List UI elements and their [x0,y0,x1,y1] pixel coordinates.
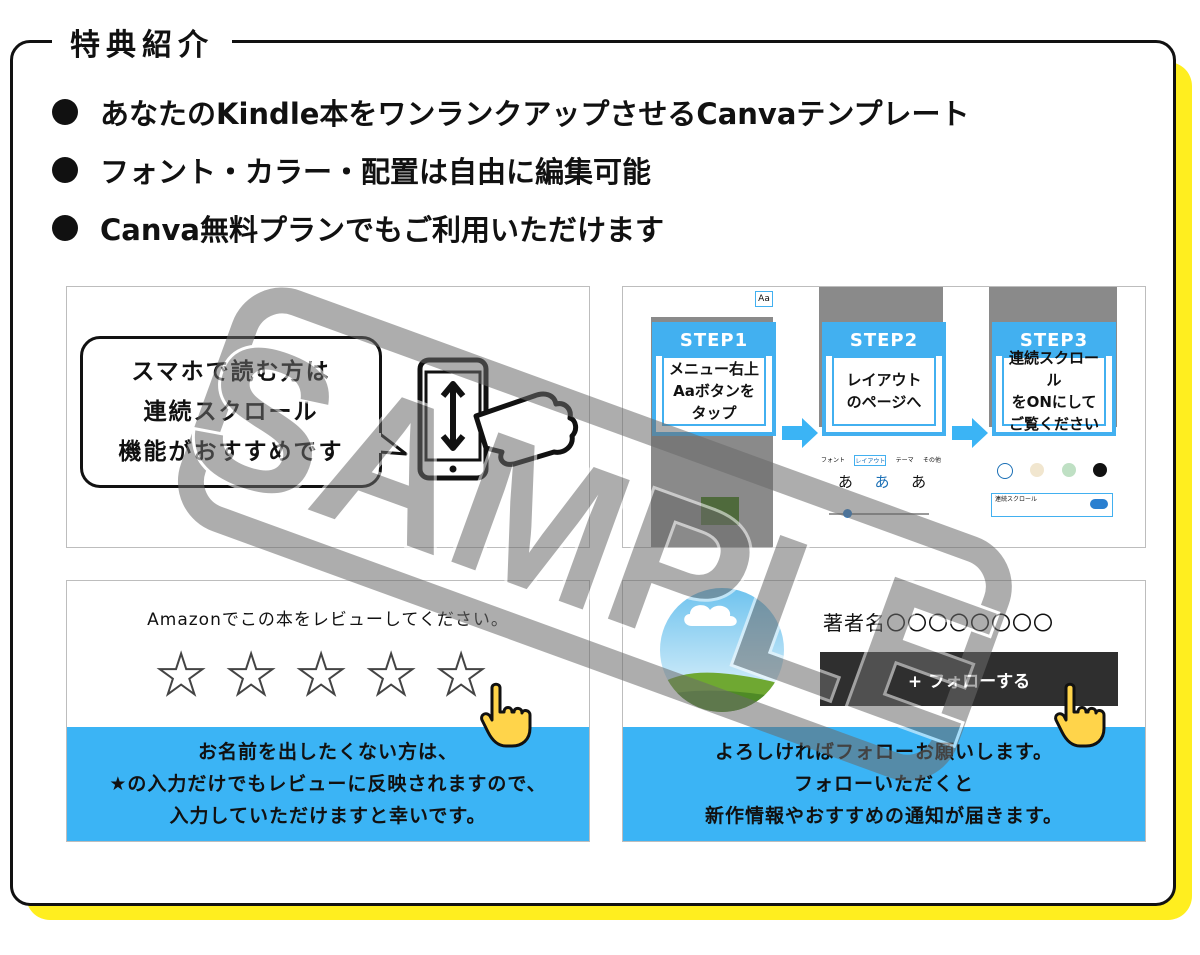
rating-star-1[interactable]: ★ [155,643,207,708]
page-title: 特典紹介 [52,22,232,70]
thumbnail-image [701,497,739,525]
review-prompt: Amazonでこの本をレビューしてください。 [147,610,509,630]
bubble-tail-icon [376,432,408,456]
pointing-hand-icon [480,682,532,748]
continuous-scroll-row[interactable]: 連続スクロール [991,493,1113,517]
bullet-dot-icon [52,157,78,183]
bullet-item: フォント・カラー・配置は自由に編集可能 [52,150,651,190]
swatch-black[interactable] [1092,463,1107,477]
speech-bubble: スマホで読む方は 連続スクロール 機能がおすすめです [80,336,382,488]
bullet-dot-icon [52,99,78,125]
step-2-box: STEP2 レイアウト のページへ [822,322,946,436]
swatch-green[interactable] [1061,463,1076,477]
font-glyphs: あ あ あ [837,473,927,491]
bullet-item: Canva無料プランでもご利用いただけます [52,208,664,248]
author-name: 著者名〇〇〇〇〇〇〇〇 [823,611,1054,635]
rating-star-3[interactable]: ★ [295,643,347,708]
theme-swatches [997,463,1107,479]
arrow-right-icon [952,418,988,448]
layout-tabs: フォント レイアウト テーマ その他 [821,455,941,466]
bullet-item: あなたのKindle本をワンランクアップさせるCanvaテンプレート [52,92,970,132]
rating-star-4[interactable]: ★ [365,643,417,708]
author-avatar [660,588,784,712]
phone-scroll-icon [417,357,579,481]
step-1-box: STEP1 メニュー右上 Aaボタンを タップ [652,322,776,436]
step-3-box: STEP3 連続スクロール をONにして ご覧ください [992,322,1116,436]
swatch-sepia[interactable] [1030,463,1045,477]
arrow-right-icon [782,418,818,448]
aa-button[interactable]: Aa [755,291,773,307]
slider-thumb[interactable] [843,509,852,518]
swatch-white[interactable] [997,463,1013,479]
scroll-toggle[interactable] [1090,499,1108,509]
pointing-hand-icon [1054,682,1106,748]
rating-star-2[interactable]: ★ [225,643,277,708]
bullet-dot-icon [52,215,78,241]
